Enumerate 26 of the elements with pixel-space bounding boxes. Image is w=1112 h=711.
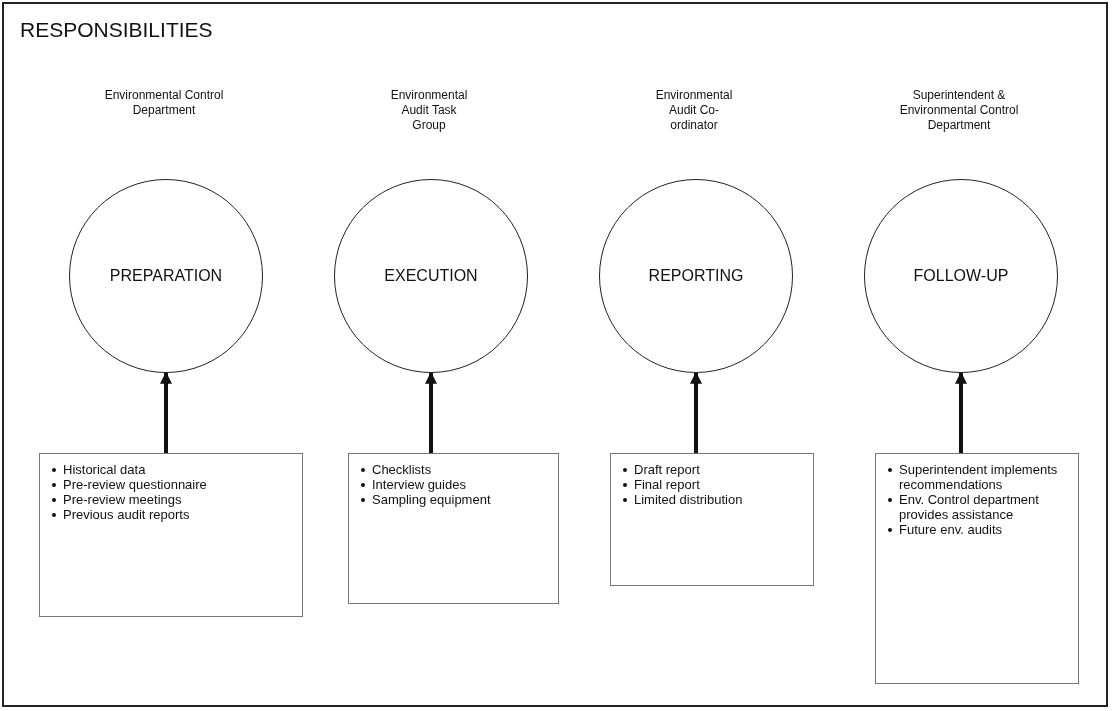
arrow (160, 371, 172, 453)
bullet-item: Pre-review meetings (63, 492, 182, 507)
responsibility-label: Superintendent & Environmental Control Department (898, 88, 1020, 133)
bullet-item: Final report (634, 477, 700, 492)
bullet-item: Pre-review questionnaire (63, 477, 207, 492)
arrow (425, 371, 437, 453)
task-list-box (348, 453, 559, 604)
responsibility-label: Environmental Audit Task Group (389, 88, 469, 133)
bullet-item: Historical data (63, 462, 146, 477)
task-list-box (610, 453, 814, 586)
bullet-item: Draft report (634, 462, 700, 477)
responsibility-label: Environmental Audit Co-ordinator (654, 88, 734, 133)
arrow (955, 371, 967, 453)
diagram-title: RESPONSIBILITIES (20, 18, 213, 42)
bullet-item: Limited distribution (634, 492, 743, 507)
bullet-item: Superintendent implements recommendations (899, 462, 1059, 492)
bullet-item: Checklists (372, 462, 432, 477)
responsibility-label: Environmental Control Department (103, 88, 225, 118)
bullet-item: Previous audit reports (63, 507, 190, 522)
bullet-item: Sampling equipment (372, 492, 491, 507)
bullet-item: Interview guides (372, 477, 466, 492)
arrow (690, 371, 702, 453)
task-list-box (875, 453, 1079, 684)
bullet-item: Future env. audits (899, 522, 1003, 537)
task-list-box (39, 453, 303, 617)
bullet-item: Env. Control department provides assistance (899, 492, 1040, 522)
